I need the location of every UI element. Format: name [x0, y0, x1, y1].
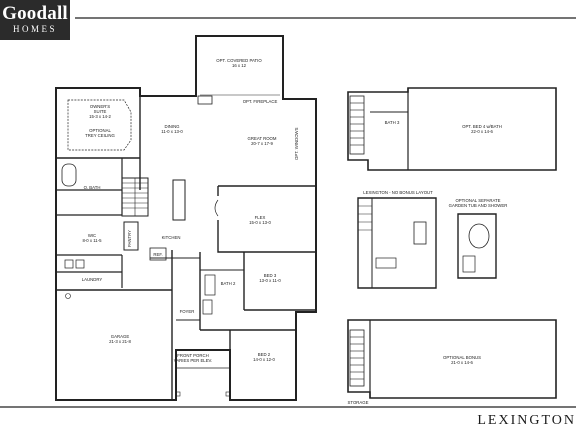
- great-room-dims: 20-7 x 17-9: [251, 141, 273, 147]
- bed2-label: BED 2 14-0 x 12-0: [253, 352, 275, 362]
- flex-dims: 15-0 x 13-0: [249, 220, 271, 226]
- main-plan-outline: [55, 35, 317, 401]
- garage-name: GARAGE: [110, 334, 130, 339]
- bed4-name: OPT. BED 4 w/BATH: [462, 124, 502, 129]
- trey-name2: TREY CEILING: [85, 133, 115, 139]
- kitchen-label: KITCHEN: [161, 235, 181, 240]
- owners-suite-name2: SUITE: [93, 109, 107, 115]
- trey-ceiling-label: OPTIONAL TREY CEILING: [85, 128, 115, 138]
- patio-name: OPT. COVERED PATIO: [216, 58, 262, 63]
- flex-walls: [217, 185, 316, 253]
- wic-dims: 8-0 x 11-5: [82, 238, 102, 244]
- great-room-label: GREAT ROOM 20-7 x 17-9: [248, 136, 277, 146]
- optional-bonus-label: OPTIONAL BONUS 21-0 x 14-6: [443, 355, 481, 365]
- pantry-block: [123, 221, 139, 251]
- bed3-label: BED 3 13-0 x 11-0: [259, 273, 280, 283]
- storage-label: STORAGE: [347, 400, 369, 405]
- trey-name: OPTIONAL: [89, 128, 111, 133]
- owners-suite-name: OWNER'S: [89, 104, 111, 109]
- bed3-name: BED 3: [263, 273, 277, 278]
- fireplace: [197, 95, 213, 105]
- front-porch-name: FRONT PORCH: [177, 353, 209, 358]
- patio-label: OPT. COVERED PATIO 16 x 12: [216, 58, 261, 68]
- flex-label: FLEX 15-0 x 13-0: [249, 215, 271, 225]
- garden-tub: [468, 223, 490, 249]
- plan-name: LEXINGTON: [477, 413, 576, 428]
- foyer-label: FOYER: [179, 309, 195, 314]
- bath2-tub: [204, 274, 216, 296]
- bed3-dims: 13-0 x 11-0: [259, 278, 281, 284]
- owners-suite-dims: 15-3 x 14-2: [89, 114, 111, 120]
- dining-dims: 11-0 x 13-0: [161, 129, 183, 135]
- bath3-label: BATH 3: [384, 120, 400, 125]
- wic-label: WIC 8-0 x 11-5: [82, 233, 101, 243]
- no-bonus-layout-outline: [357, 197, 437, 289]
- optional-bonus-dims: 21-0 x 14-6: [451, 360, 473, 366]
- bath2-label: BATH 2: [220, 281, 236, 286]
- kitchen-island: [172, 179, 186, 221]
- front-porch-label: FRONT PORCH VARIES PER ELEV.: [174, 353, 212, 363]
- bed4-outline: [347, 87, 557, 171]
- patio-outline: [195, 35, 284, 99]
- separate-tub-name: OPTIONAL SEPARATE: [455, 198, 501, 203]
- garage-dims: 21-3 x 21-8: [109, 339, 131, 345]
- trey-ceiling-outline: [67, 99, 132, 151]
- owners-suite-label: OWNER'S SUITE 15-3 x 14-2: [89, 104, 111, 120]
- fireplace-label: OPT. FIREPLACE: [242, 99, 278, 104]
- optional-bonus-name: OPTIONAL BONUS: [442, 355, 482, 360]
- main-stairs: [121, 177, 149, 217]
- wic-name: WIC: [87, 233, 97, 238]
- separate-tub-label: OPTIONAL SEPARATE GARDEN TUB AND SHOWER: [449, 198, 508, 208]
- brand-logo: Goodall HOMES: [0, 0, 70, 40]
- patio-dims: 16 x 12: [231, 63, 247, 69]
- front-porch-dims: VARIES PER ELEV.: [173, 358, 213, 364]
- brand-name: Goodall: [2, 3, 68, 24]
- dining-name: DINING: [164, 124, 180, 129]
- bed4-stairs: [349, 95, 365, 155]
- bed4-label: OPT. BED 4 w/BATH 22-0 x 14-6: [462, 124, 502, 134]
- bed2-name: BED 2: [257, 352, 271, 357]
- garden-tub-outline: [457, 213, 497, 279]
- bonus-stairs: [349, 329, 365, 387]
- separate-tub-name2: GARDEN TUB AND SHOWER: [448, 203, 508, 209]
- o-bath-label: O. BATH: [83, 185, 101, 190]
- great-room-name: GREAT ROOM: [247, 136, 277, 141]
- laundry-label: LAUNDRY: [81, 277, 103, 282]
- fridge: [149, 247, 167, 261]
- bed2-dims: 14-0 x 12-0: [253, 357, 275, 363]
- opt-windows-label: OPT. WINDOWS: [294, 127, 299, 160]
- garage-label: GARAGE 21-3 x 21-8: [109, 334, 131, 344]
- brand-sub: HOMES: [12, 24, 57, 34]
- ref-label: REF.: [153, 252, 163, 257]
- no-bonus-layout-label: LEXINGTON - NO BONUS LAYOUT: [363, 190, 433, 195]
- pantry-label: PANTRY: [127, 229, 132, 247]
- owners-tub: [61, 163, 77, 187]
- bed4-dims: 22-0 x 14-6: [471, 129, 493, 135]
- dining-label: DINING 11-0 x 13-0: [161, 124, 182, 134]
- flex-name: FLEX: [254, 215, 266, 220]
